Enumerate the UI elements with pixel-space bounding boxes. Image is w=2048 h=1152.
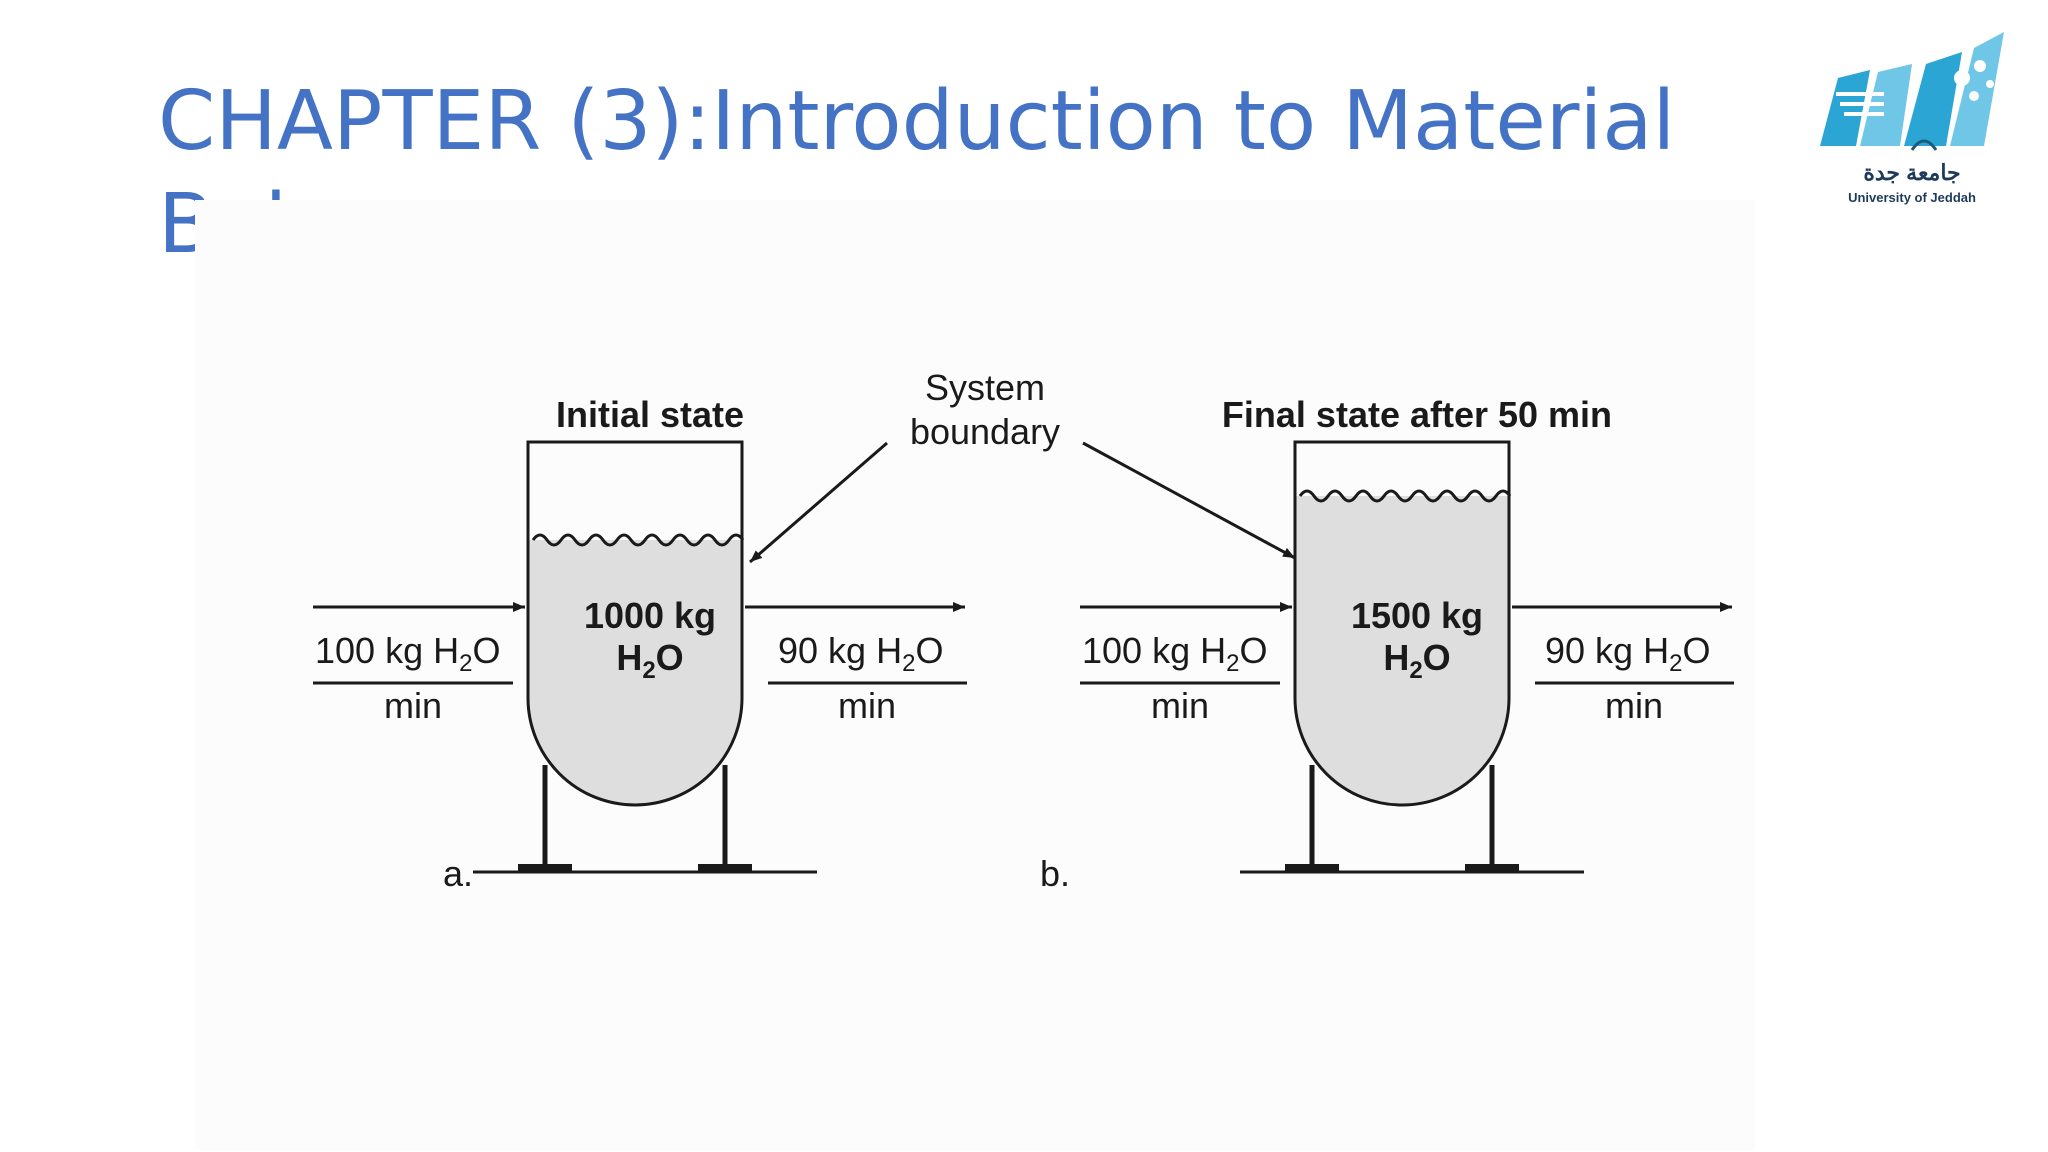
panel-a-liquid-surface [531, 533, 745, 547]
panel-b-species: H2O [1383, 637, 1450, 684]
panel-b-state-label: Final state after 50 min [1222, 394, 1612, 435]
boundary-arrow-a [749, 441, 888, 564]
panel-b-liquid [1295, 496, 1509, 805]
system-boundary-callout: System boundary [749, 367, 1296, 564]
panel-b-foot-left [1285, 864, 1339, 872]
panel-b-outlet-per: min [1605, 685, 1663, 726]
panel-a-tag: a. [443, 853, 473, 894]
panel-a-liquid [528, 540, 742, 805]
panel-b-inlet-label: 100 kg H2O [1082, 630, 1267, 677]
university-logo: جامعة جدة University of Jeddah [1820, 32, 2004, 205]
boundary-arrow-b [1082, 441, 1296, 560]
panel-b-tag: b. [1040, 853, 1070, 894]
panel-a-foot-left [518, 864, 572, 872]
panel-b-tank [1293, 440, 1511, 807]
panel-b-mass: 1500 kg [1351, 595, 1483, 636]
panel-b-inlet-per: min [1151, 685, 1209, 726]
material-balance-diagram: Initial state a. 1000 kg H2O [313, 367, 1734, 894]
logo-arabic-text: جامعة جدة [1863, 160, 1960, 185]
panel-a-outlet-per: min [838, 685, 896, 726]
panel-a-foot-right [698, 864, 752, 872]
panel-b: Final state after 50 min b. 1500 kg H2O [1040, 394, 1734, 894]
panel-a-state-label: Initial state [556, 394, 744, 435]
panel-a-species: H2O [616, 637, 683, 684]
panel-b-foot-right [1465, 864, 1519, 872]
material-balance-figure: Initial state a. 1000 kg H2O [195, 200, 1755, 1150]
logo-english-text: University of Jeddah [1848, 190, 1976, 205]
system-boundary-label-line2: boundary [910, 411, 1060, 452]
panel-a-mass: 1000 kg [584, 595, 716, 636]
panel-a-outlet-label: 90 kg H2O [778, 630, 943, 677]
logo-emblem-icon [1820, 32, 2004, 151]
panel-b-liquid-surface [1298, 489, 1512, 503]
panel-a-inlet-label: 100 kg H2O [315, 630, 500, 677]
panel-a-tank [526, 440, 744, 807]
panel-a: Initial state a. 1000 kg H2O [313, 394, 967, 894]
system-boundary-label-line1: System [925, 367, 1045, 408]
panel-a-inlet-per: min [384, 685, 442, 726]
panel-b-outlet-label: 90 kg H2O [1545, 630, 1710, 677]
